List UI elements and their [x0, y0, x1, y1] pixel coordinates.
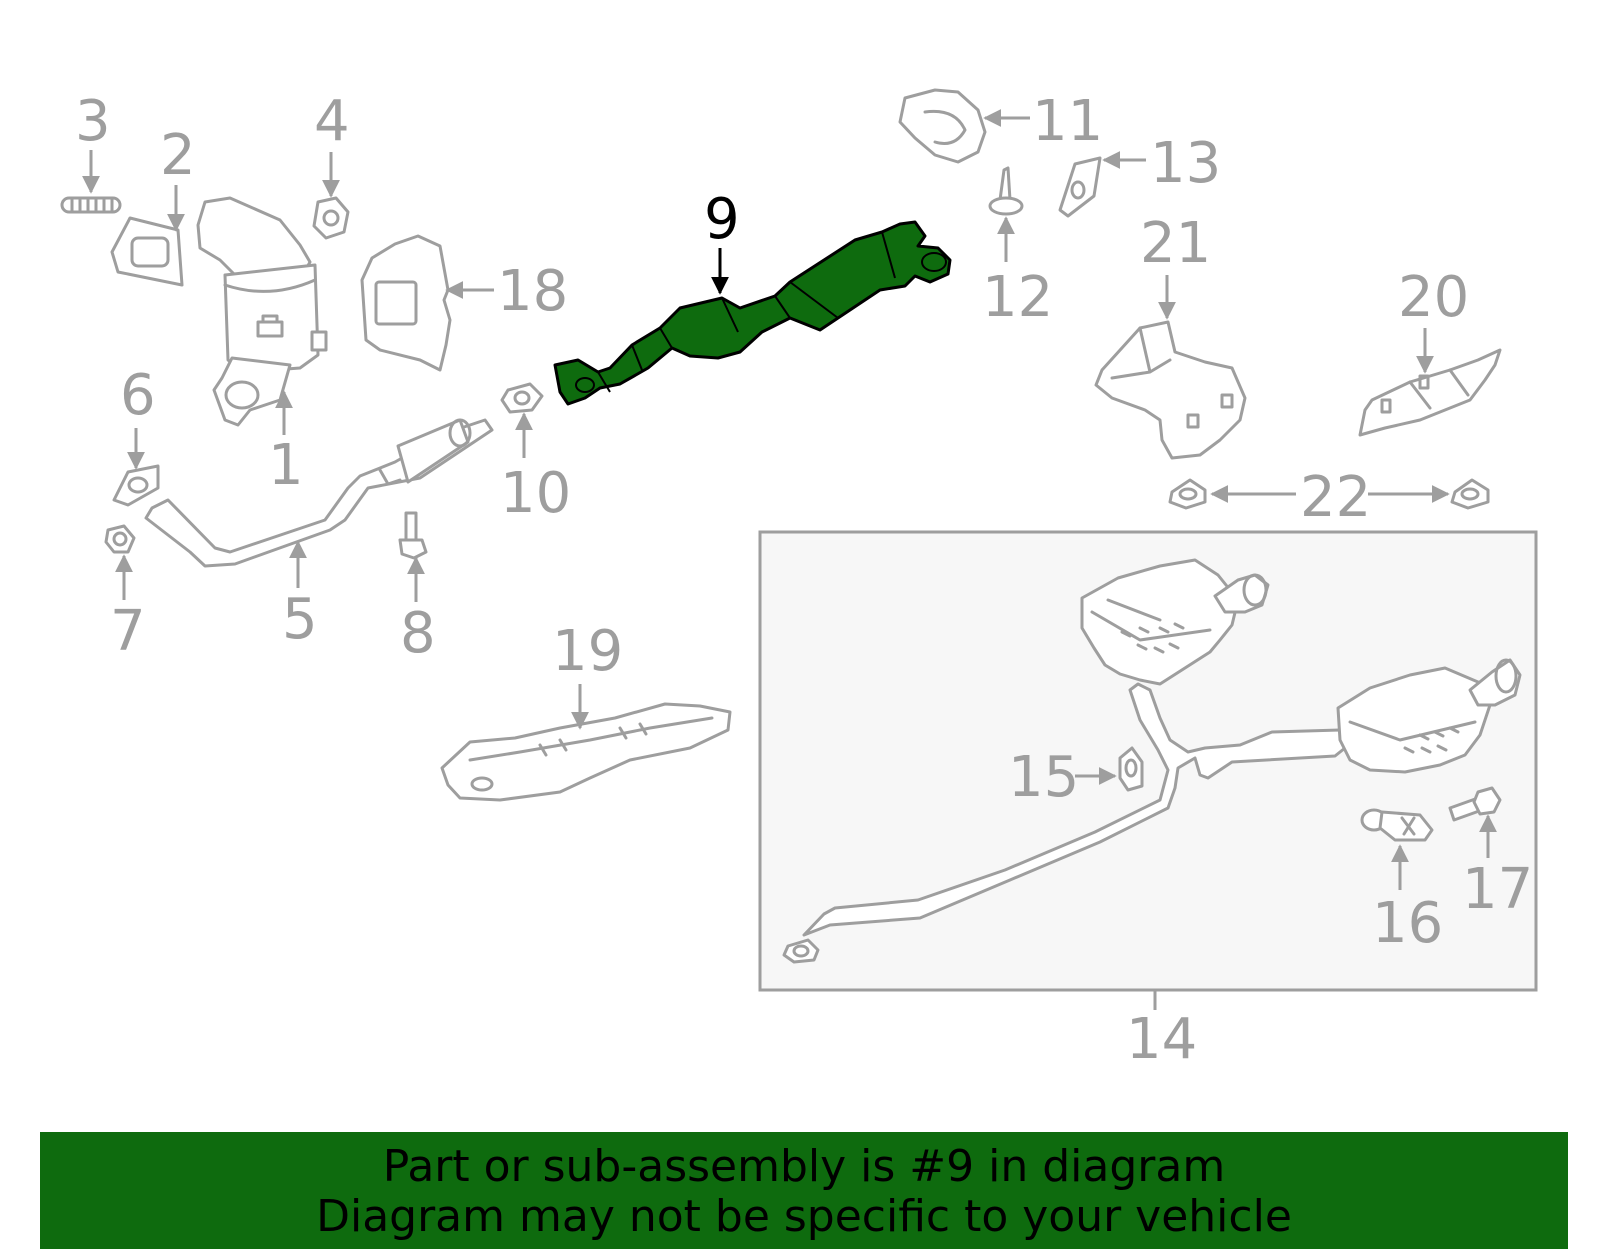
part-19-heat-shield[interactable]: [440, 702, 732, 802]
part-1-catalytic-converter[interactable]: [196, 196, 328, 427]
callout-12[interactable]: 12: [982, 265, 1053, 330]
part-14-rear-exhaust[interactable]: [782, 558, 1522, 964]
part-22-nut-right[interactable]: [1450, 478, 1490, 510]
callout-2[interactable]: 2: [160, 123, 196, 188]
callout-22[interactable]: 22: [1300, 465, 1371, 530]
part-2-gasket[interactable]: [110, 216, 184, 287]
info-line-part: Part or sub-assembly is #9 in diagram: [382, 1141, 1226, 1192]
part-9-resonator-pipe[interactable]: [553, 220, 952, 406]
callout-labels: 3 2 4 1 18 6 7 5 8 10 9 11 12 13 21 20 2…: [75, 89, 1533, 1072]
part-15-hanger[interactable]: [1118, 746, 1144, 792]
part-6-gasket[interactable]: [112, 464, 160, 507]
callout-14[interactable]: 14: [1126, 1007, 1197, 1072]
callout-13[interactable]: 13: [1150, 131, 1221, 196]
callout-20[interactable]: 20: [1398, 265, 1469, 330]
part-17-bolt[interactable]: [1448, 786, 1502, 822]
callout-18[interactable]: 18: [497, 259, 568, 324]
callout-1[interactable]: 1: [268, 433, 304, 498]
callout-4[interactable]: 4: [314, 89, 350, 154]
callout-15[interactable]: 15: [1008, 745, 1079, 810]
part-4-nut[interactable]: [312, 196, 350, 240]
part-5-front-pipe[interactable]: [144, 418, 494, 568]
callout-3[interactable]: 3: [75, 89, 111, 154]
part-3-stud[interactable]: [60, 196, 122, 214]
part-20-bracket[interactable]: [1358, 348, 1502, 437]
callout-17[interactable]: 17: [1462, 857, 1533, 922]
callout-16[interactable]: 16: [1372, 891, 1443, 956]
part-11-heat-shield[interactable]: [898, 88, 987, 164]
part-22-nut-left[interactable]: [1168, 478, 1207, 510]
callout-9[interactable]: 9: [704, 187, 740, 252]
leader-lines: [82, 109, 1497, 1010]
part-13-bracket[interactable]: [1058, 156, 1102, 218]
info-banner: Part or sub-assembly is #9 in diagram Di…: [40, 1132, 1568, 1249]
part-7-nut[interactable]: [104, 524, 136, 554]
callout-7[interactable]: 7: [110, 599, 146, 664]
part-12-clip[interactable]: [988, 166, 1024, 216]
callout-8[interactable]: 8: [400, 601, 436, 666]
callout-21[interactable]: 21: [1140, 211, 1211, 276]
part-8-bolt[interactable]: [398, 511, 428, 560]
part-16-bracket[interactable]: [1360, 808, 1434, 842]
callout-11[interactable]: 11: [1032, 89, 1103, 154]
info-line-disclaimer: Diagram may not be specific to your vehi…: [316, 1191, 1292, 1242]
callout-19[interactable]: 19: [552, 619, 623, 684]
part-10-gasket[interactable]: [500, 382, 544, 414]
part-18-heat-shield[interactable]: [360, 234, 452, 372]
callout-10[interactable]: 10: [500, 461, 571, 526]
part-21-bracket[interactable]: [1094, 320, 1247, 460]
callout-5[interactable]: 5: [282, 587, 318, 652]
callout-6[interactable]: 6: [120, 363, 156, 428]
